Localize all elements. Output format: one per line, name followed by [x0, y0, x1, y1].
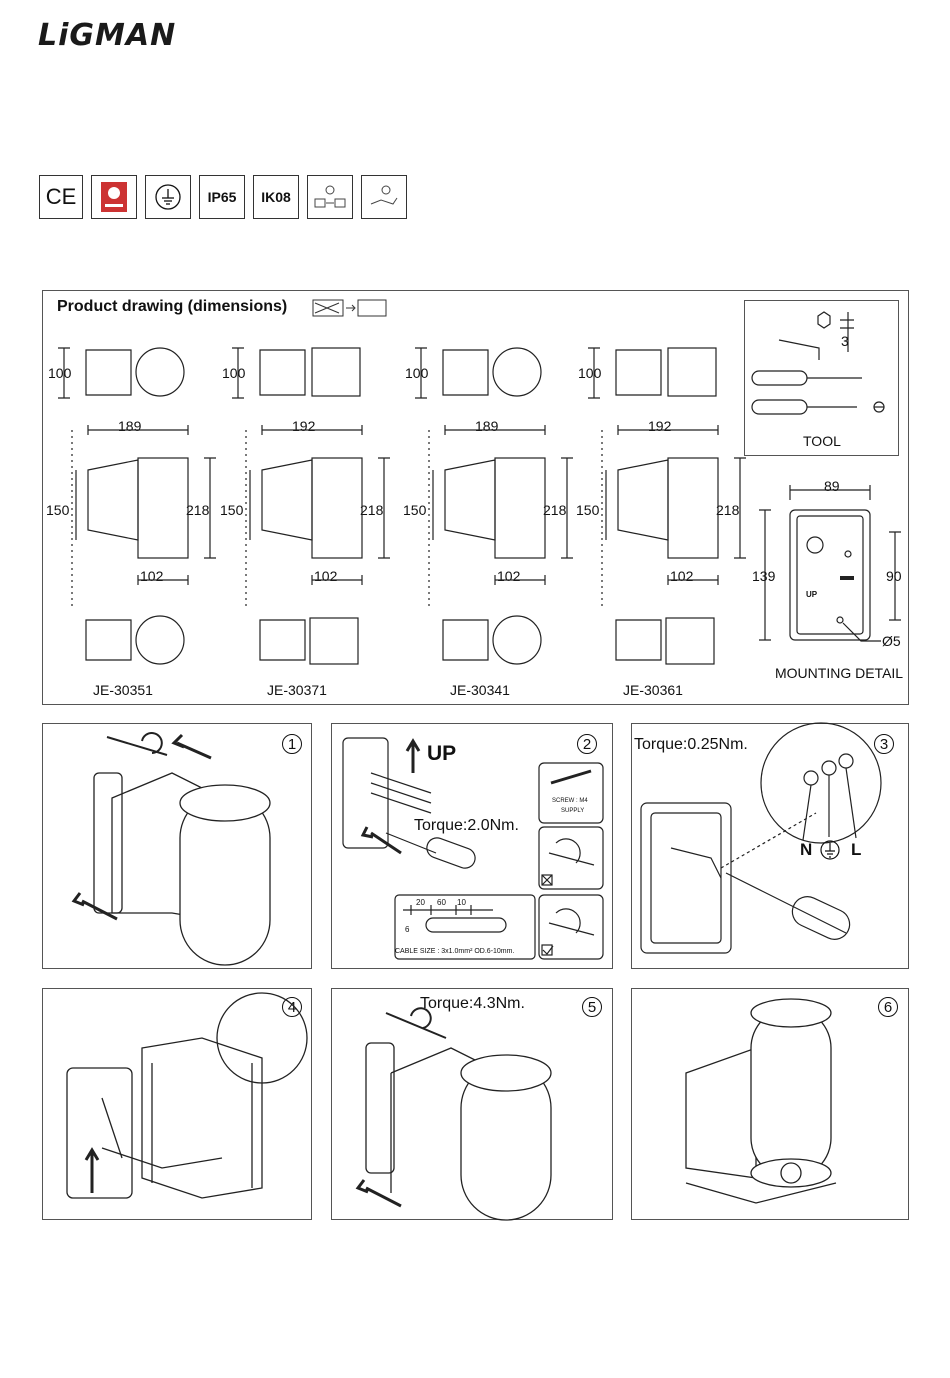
hex-key-icon [751, 311, 885, 415]
step-1-panel [42, 723, 312, 969]
step-4-panel [42, 988, 312, 1220]
model-side-height: 150 [403, 502, 427, 518]
model-side-height: 150 [46, 502, 70, 518]
model-top-height: 100 [222, 365, 246, 381]
up-label: UP [427, 742, 457, 765]
model-total-height: 218 [716, 502, 740, 518]
earth-ground-icon [145, 175, 191, 219]
strip-length-end: 6 [405, 925, 410, 934]
ip-rating-badge: IP65 [199, 175, 245, 219]
model-code: JE-30371 [267, 682, 327, 698]
step-5-panel [331, 988, 613, 1220]
step-5-number: 5 [582, 997, 602, 1017]
screw-label: SCREW : M4 [552, 798, 588, 804]
step-2-number: 2 [577, 734, 597, 754]
lamp-replacement-icon [307, 175, 353, 219]
mounting-height: 139 [752, 568, 776, 584]
mounting-spacing: 90 [886, 568, 902, 584]
no-replace-icon [361, 175, 407, 219]
mounting-hole: Ø5 [882, 633, 901, 649]
live-terminal: L [851, 840, 862, 859]
model-drawing [415, 347, 573, 665]
model-total-height: 218 [360, 502, 384, 518]
step-6-illustration [685, 998, 837, 1204]
model-side-height: 150 [576, 502, 600, 518]
step-4-illustration [66, 992, 308, 1199]
brand-logo: LiGMAN [38, 18, 177, 53]
step-3-torque: Torque:0.25Nm. [634, 736, 748, 753]
strip-length-1: 20 [416, 898, 425, 907]
step-4-number: 4 [282, 997, 302, 1017]
step-3-number: 3 [874, 734, 894, 754]
model-total-height: 218 [186, 502, 210, 518]
product-drawing-title: Product drawing (dimensions) [57, 298, 288, 315]
strip-length-3: 10 [457, 898, 466, 907]
screw-supply-label: SUPPLY [561, 808, 585, 814]
step-3-panel [631, 723, 909, 969]
step-6-panel [631, 988, 909, 1220]
model-drawing [232, 347, 390, 665]
ik-rating-badge: IK08 [253, 175, 299, 219]
model-top-height: 100 [578, 365, 602, 381]
step-2-torque: Torque:2.0Nm. [414, 817, 519, 834]
strip-length-2: 60 [437, 898, 446, 907]
mounting-detail-label: MOUNTING DETAIL [775, 665, 904, 681]
mounting-width: 89 [824, 478, 840, 494]
step-5-illustration [355, 1007, 552, 1221]
step-2-panel [331, 723, 613, 969]
certification-badges: CE IP65 IK08 [39, 175, 407, 219]
cable-size-label: CABLE SIZE : 3x1.0mm² OD.6-10mm. [395, 948, 515, 955]
step-1-illustration [71, 732, 271, 966]
model-code: JE-30351 [93, 682, 153, 698]
product-drawing-panel [42, 290, 909, 705]
step-5-torque: Torque:4.3Nm. [420, 995, 525, 1012]
earth-terminal-icon [820, 840, 840, 860]
model-top-height: 100 [405, 365, 429, 381]
model-total-height: 218 [543, 502, 567, 518]
model-side-height: 150 [220, 502, 244, 518]
mounting-up-label: UP [806, 590, 818, 599]
model-code: JE-30341 [450, 682, 510, 698]
step-3-illustration [640, 722, 882, 954]
model-drawing [58, 347, 216, 665]
quality-seal-icon [91, 175, 137, 219]
hex-key-size: 3 [841, 333, 849, 349]
ce-mark-icon: CE [39, 175, 83, 219]
mounting-plate-diagram [759, 485, 901, 642]
model-top-height: 100 [48, 365, 72, 381]
tool-label: TOOL [803, 433, 841, 449]
step-1-number: 1 [282, 734, 302, 754]
step-2-illustration [342, 737, 604, 960]
model-code: JE-30361 [623, 682, 683, 698]
model-drawing [588, 347, 746, 665]
neutral-terminal: N [800, 840, 813, 859]
step-6-number: 6 [878, 997, 898, 1017]
replace-icon [312, 299, 387, 317]
tool-box [744, 300, 899, 456]
